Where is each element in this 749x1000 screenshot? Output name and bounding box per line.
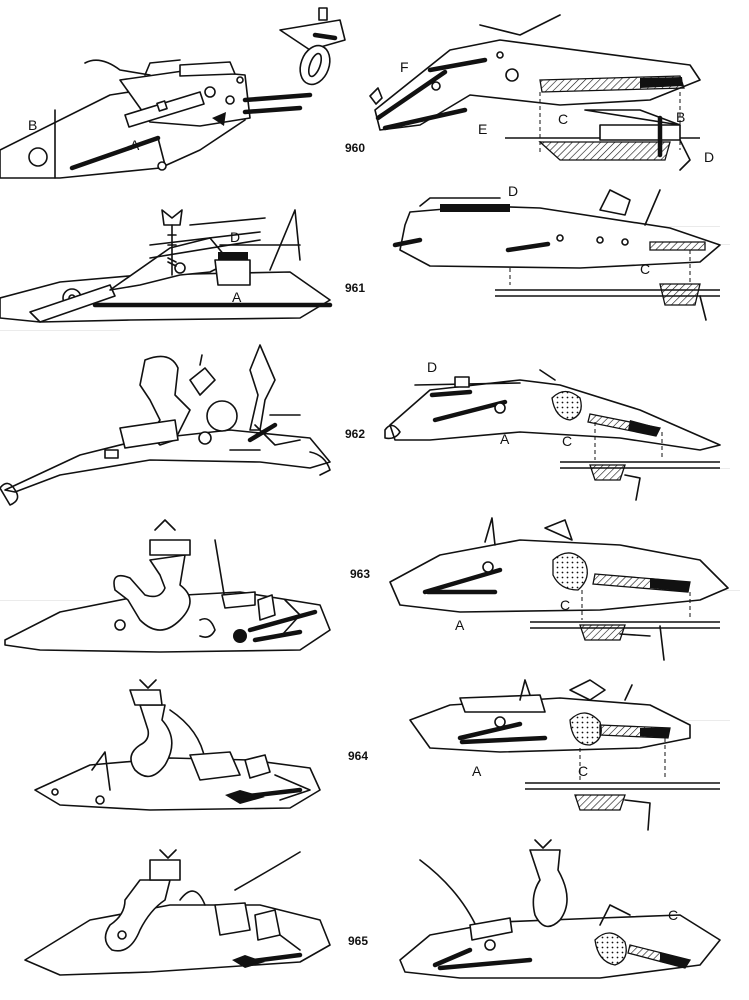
figure-964-right-label-c: C	[578, 763, 588, 779]
figure-964-left-lock	[34, 679, 321, 811]
figure-962-left-lock	[0, 344, 331, 506]
figure-962-right-label-c: C	[562, 433, 572, 449]
figure-960-left-label-b: B	[28, 117, 37, 133]
figure-961-right-label-d: D	[508, 183, 518, 199]
figure-965-number: 965	[348, 934, 368, 948]
figure-960-right-lock: F E C B D	[369, 14, 714, 171]
figure-961-number: 961	[345, 281, 365, 295]
figure-960-number: 960	[345, 141, 365, 155]
figure-960-left-label-a: A	[130, 137, 140, 153]
figure-960-right-label-b: B	[676, 109, 685, 125]
figure-965-right-label-c: C	[668, 907, 678, 923]
figure-963-left-lock	[4, 519, 331, 653]
figure-961-right-label-c: C	[640, 261, 650, 277]
figure-963-right-label-a: A	[455, 617, 465, 633]
figure-961-left-label-a: A	[232, 289, 242, 305]
figure-963-number: 963	[350, 567, 370, 581]
figure-963-right-lock: A C	[389, 517, 729, 661]
figure-964-right-label-a: A	[472, 763, 482, 779]
figure-961-right-lock: D C	[392, 183, 721, 321]
figure-962-number: 962	[345, 427, 365, 441]
figure-963-right-label-c: C	[560, 597, 570, 613]
figure-962-right-lock: D A C	[384, 359, 721, 501]
figure-964-right-lock: A C	[409, 679, 720, 831]
figure-965-left-lock	[24, 849, 331, 976]
figure-961-left-label-d: D	[230, 229, 240, 245]
figure-965-right-lock: C	[399, 839, 721, 979]
figure-960-right-label-f: F	[400, 59, 409, 75]
figure-960-right-label-d: D	[704, 149, 714, 165]
figure-964-number: 964	[348, 749, 368, 763]
figure-961-left-lock: D A	[0, 209, 333, 323]
figure-960-right-label-c: C	[558, 111, 568, 127]
figure-960-right-label-e: E	[478, 121, 487, 137]
figure-962-right-label-a: A	[500, 431, 510, 447]
figure-962-right-label-d: D	[427, 359, 437, 375]
figure-960-left-lock: B A	[0, 7, 346, 179]
